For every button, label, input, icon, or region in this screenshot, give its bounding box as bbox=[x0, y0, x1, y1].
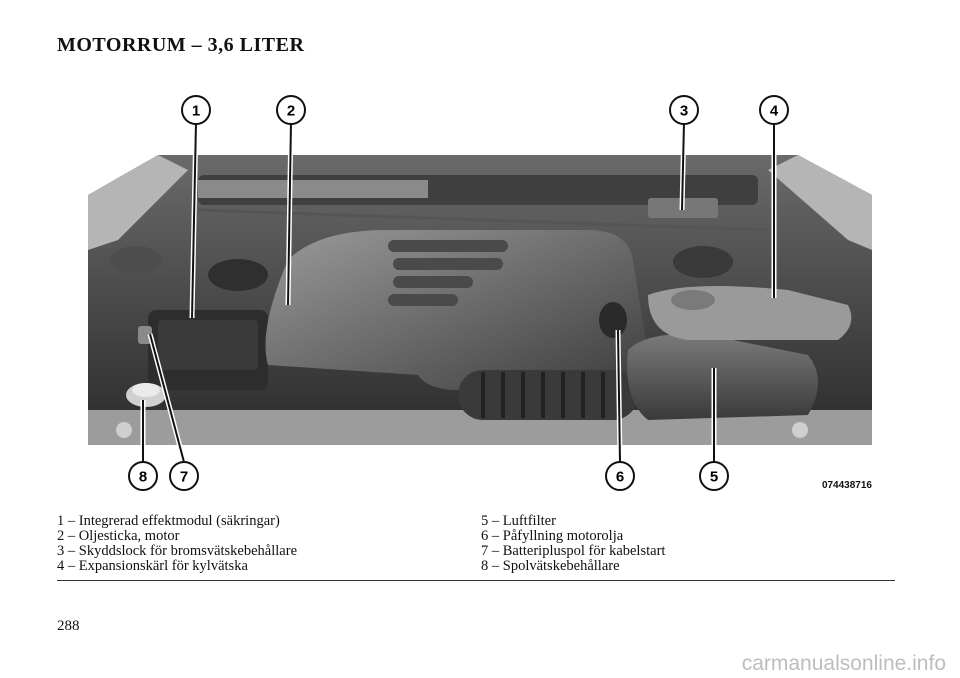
callout-1: 1 bbox=[181, 95, 211, 125]
callout-circle-icon bbox=[276, 95, 306, 125]
callout-8: 8 bbox=[128, 461, 158, 491]
engine-photo bbox=[88, 155, 872, 445]
page-title: MOTORRUM – 3,6 LITER bbox=[57, 34, 305, 56]
legend-item: 5 – Luftfilter bbox=[481, 513, 556, 529]
callout-5: 5 bbox=[699, 461, 729, 491]
callout-circle-icon bbox=[605, 461, 635, 491]
legend-item: 1 – Integrerad effektmodul (säkringar) bbox=[57, 513, 280, 529]
svg-text:4: 4 bbox=[770, 103, 779, 120]
legend-column-right: 5 – Luftfilter 6 – Påfyllning motorolja … bbox=[481, 514, 665, 574]
legend-item: 7 – Batteripluspol för kabelstart bbox=[481, 543, 666, 559]
callout-3: 3 bbox=[669, 95, 699, 125]
callout-7: 7 bbox=[169, 461, 199, 491]
svg-text:1: 1 bbox=[192, 103, 200, 120]
legend-divider bbox=[57, 580, 895, 581]
legend-item: 4 – Expansionskärl för kylvätska bbox=[57, 558, 248, 574]
svg-text:7: 7 bbox=[180, 469, 188, 486]
callout-circle-icon bbox=[669, 95, 699, 125]
engine-bay-figure: 1 2 3 4 5 6 7 8 074438716 bbox=[88, 90, 872, 500]
callout-4: 4 bbox=[759, 95, 789, 125]
callout-circle-icon bbox=[699, 461, 729, 491]
callout-circle-icon bbox=[128, 461, 158, 491]
legend-item: 2 – Oljesticka, motor bbox=[57, 528, 180, 544]
watermark: carmanualsonline.info bbox=[741, 652, 946, 675]
callout-circle-icon bbox=[169, 461, 199, 491]
callout-circle-icon bbox=[181, 95, 211, 125]
engine-bay-illustration: 1 2 3 4 5 6 7 8 bbox=[88, 95, 872, 491]
legend-item: 6 – Påfyllning motorolja bbox=[481, 528, 624, 544]
callout-circle-icon bbox=[759, 95, 789, 125]
figure-code: 074438716 bbox=[821, 480, 872, 491]
svg-text:2: 2 bbox=[287, 103, 295, 120]
page-number: 288 bbox=[57, 618, 80, 634]
intake-hose bbox=[458, 370, 638, 420]
svg-text:8: 8 bbox=[139, 469, 147, 486]
legend-column-left: 1 – Integrerad effektmodul (säkringar) 2… bbox=[57, 514, 297, 574]
legend-item: 3 – Skyddslock för bromsvätskebehållare bbox=[57, 543, 298, 559]
callout-2: 2 bbox=[276, 95, 306, 125]
callout-6: 6 bbox=[605, 461, 635, 491]
svg-text:3: 3 bbox=[680, 103, 688, 120]
leader-lines bbox=[142, 121, 775, 463]
svg-text:6: 6 bbox=[616, 469, 624, 486]
svg-text:5: 5 bbox=[710, 469, 718, 486]
legend-item: 8 – Spolvätskebehållare bbox=[481, 558, 620, 574]
